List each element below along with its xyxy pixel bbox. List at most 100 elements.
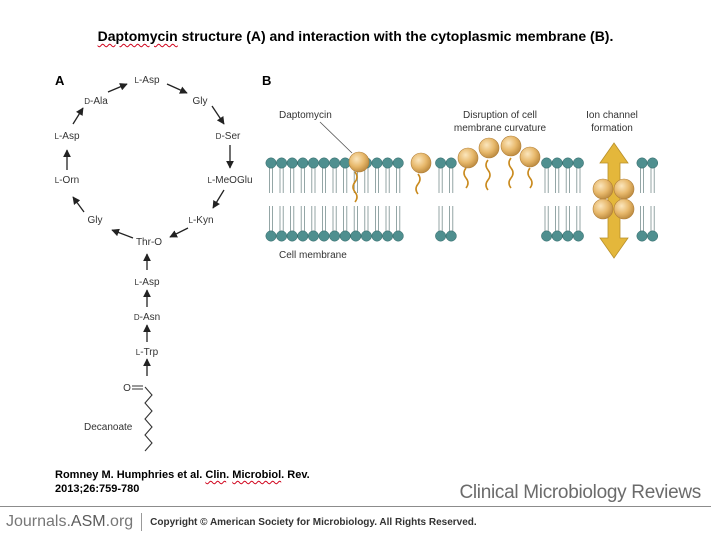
lipid-head	[392, 157, 404, 169]
ring-residue: L-Orn	[55, 175, 79, 186]
title-rest: structure (A) and interaction with the c…	[177, 28, 614, 44]
lipid-head	[572, 157, 584, 169]
citation: Romney M. Humphries et al. Clin. Microbi…	[55, 468, 310, 496]
panel-b-label: B	[262, 73, 272, 88]
lipid-head	[297, 230, 309, 242]
lipid-head	[636, 230, 648, 242]
carbonyl-oxygen: O	[123, 383, 131, 394]
citation-volume: 2013;26:759-780	[55, 483, 140, 495]
ring-residue: Gly	[193, 96, 208, 107]
channel-sphere	[613, 178, 635, 200]
lipid-head	[265, 157, 277, 169]
citation-sep: .	[226, 469, 233, 481]
membrane-bilayer	[265, 157, 659, 242]
lipid-head	[329, 230, 341, 242]
lipid-head	[435, 157, 447, 169]
journal-name: Clinical Microbiology Reviews	[459, 482, 701, 503]
lipid-tail-squiggle	[463, 167, 469, 189]
journals-asm-logo[interactable]: Journals.ASM.org	[6, 513, 134, 530]
cell-membrane-label: Cell membrane	[279, 250, 347, 261]
lipid-head	[329, 157, 341, 169]
daptomycin-label: Daptomycin	[279, 110, 332, 121]
footer-separator	[141, 513, 143, 531]
daptomycin-leader-line	[319, 121, 353, 154]
ring-residue: L-Asp	[54, 131, 79, 142]
lipid-head	[265, 230, 277, 242]
ring-arrow	[166, 83, 188, 94]
citation-rev: . Rev.	[281, 469, 310, 481]
ring-residue: D-Ala	[84, 96, 108, 107]
lipid-head	[276, 230, 288, 242]
figure: L-Asp Gly D-Ser L-MeOGlu L-Kyn Thr-O Gly…	[54, 75, 659, 452]
daptomycin-sphere	[500, 135, 522, 157]
ion-flow-arrow	[599, 142, 629, 259]
lipid-head	[371, 230, 383, 242]
lipid-head	[339, 230, 351, 242]
footer: Journals.ASM.org Copyright © American So…	[6, 510, 477, 534]
lipid-head	[371, 157, 383, 169]
ring-residue: L-Asp	[134, 75, 159, 86]
channel-label-line-2: formation	[591, 123, 633, 134]
channel-sphere	[592, 198, 614, 220]
lipid-head	[382, 157, 394, 169]
lipid-tail-squiggle	[527, 167, 533, 189]
lipid-head	[307, 230, 319, 242]
lipid-head	[572, 230, 584, 242]
lipid-head	[392, 230, 404, 242]
slide-title: Daptomycin structure (A) and interaction…	[0, 28, 711, 44]
panel-b: Daptomycin Disruption of cell membrane c…	[265, 110, 659, 261]
lipid-head	[382, 230, 394, 242]
ring-arrow	[169, 227, 189, 238]
lipid-tail-squiggle	[485, 159, 491, 191]
ring-arrow	[72, 196, 85, 213]
daptomycin-monomer	[348, 151, 432, 203]
lipid-head	[647, 157, 659, 169]
copyright-notice: Copyright © American Society for Microbi…	[150, 516, 477, 528]
lipid-head	[276, 157, 288, 169]
daptomycin-sphere	[457, 147, 479, 169]
channel-sphere	[613, 198, 635, 220]
lipid-head	[445, 157, 457, 169]
lipid-head	[445, 230, 457, 242]
lipid-head	[562, 230, 574, 242]
lipid-head	[286, 157, 298, 169]
lipid-tail-squiggle	[352, 171, 358, 203]
ring-arrow	[72, 107, 84, 125]
ring-arrow	[212, 189, 225, 209]
lipid-head	[318, 230, 330, 242]
lipid-head	[636, 157, 648, 169]
lipid-head	[562, 157, 574, 169]
ring-residue: Thr-O	[136, 237, 162, 248]
lipid-head	[541, 157, 553, 169]
daptomycin-sphere	[519, 146, 541, 168]
daptomycin-sphere	[478, 137, 500, 159]
ring-residue: L-Kyn	[188, 215, 213, 226]
lipid-head	[541, 230, 553, 242]
lipid-head	[318, 157, 330, 169]
footer-divider	[0, 506, 711, 507]
chain-residue: D-Asn	[134, 312, 160, 323]
ring-arrow	[211, 105, 225, 125]
ring-arrows	[63, 83, 234, 239]
lipid-head	[286, 230, 298, 242]
decanoate-label: Decanoate	[84, 422, 133, 433]
title-daptomycin-word: Daptomycin	[97, 28, 178, 44]
daptomycin-sphere	[410, 152, 432, 174]
ring-arrow	[107, 83, 128, 93]
lipid-head	[551, 230, 563, 242]
citation-clin: Clin	[205, 469, 227, 481]
ring-residue: L-MeOGlu	[207, 175, 252, 186]
lipid-head	[551, 157, 563, 169]
channel-label-line-1: Ion channel	[586, 110, 638, 121]
chain-residue: L-Trp	[136, 347, 159, 358]
disruption-label-line-1: Disruption of cell	[463, 110, 537, 121]
ring-arrow	[111, 228, 134, 239]
lipid-head	[297, 157, 309, 169]
lipid-tail-squiggle	[415, 173, 421, 195]
ring-residue: Gly	[88, 215, 103, 226]
lipid-head	[350, 230, 362, 242]
channel-sphere	[592, 178, 614, 200]
decanoate-chain	[144, 386, 153, 452]
lipid-head	[647, 230, 659, 242]
ring-residue: D-Ser	[216, 131, 241, 142]
